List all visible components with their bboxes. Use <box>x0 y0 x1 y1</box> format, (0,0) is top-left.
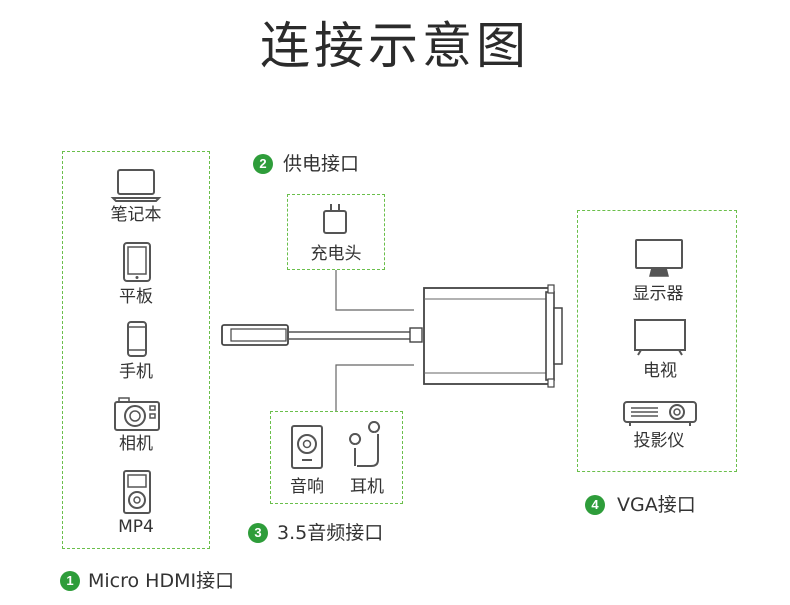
adapter-body <box>423 287 551 385</box>
vga-port <box>553 307 563 365</box>
charger-label: 充电头 <box>310 244 362 264</box>
audio-box <box>270 411 403 504</box>
camera-icon <box>114 397 160 431</box>
audio-lead-line <box>335 364 414 411</box>
phone-label: 手机 <box>119 362 153 382</box>
marker-1: 1 <box>60 571 80 591</box>
marker-4: 4 <box>585 495 605 515</box>
earphones-label: 耳机 <box>350 477 384 497</box>
projector-label: 投影仪 <box>633 431 685 451</box>
power-box <box>287 194 385 270</box>
audio-caption: 3.5音频接口 <box>277 522 384 544</box>
vga-caption: VGA接口 <box>617 494 696 516</box>
power-caption: 供电接口 <box>283 153 360 175</box>
camera-label: 相机 <box>119 434 153 454</box>
speaker-icon <box>291 425 323 469</box>
tv-icon <box>634 319 686 356</box>
output-devices-box <box>577 210 737 472</box>
power-lead-line <box>335 270 414 311</box>
marker-3: 3 <box>248 523 268 543</box>
speaker-label: 音响 <box>290 477 324 497</box>
earphones-icon <box>349 421 381 467</box>
laptop-label: 笔记本 <box>110 205 162 225</box>
laptop-icon <box>110 169 162 202</box>
charger-icon <box>323 204 347 234</box>
phone-icon <box>127 321 147 357</box>
hdmi-caption: Micro HDMI接口 <box>88 570 235 592</box>
marker-2: 2 <box>253 154 273 174</box>
mp4-player-icon <box>123 470 151 514</box>
vga-flange <box>545 291 555 381</box>
monitor-label: 显示器 <box>632 284 684 304</box>
monitor-icon <box>635 239 683 277</box>
tv-label: 电视 <box>643 361 677 381</box>
tablet-icon <box>123 242 151 282</box>
tablet-label: 平板 <box>119 287 153 307</box>
mp4-label: MP4 <box>118 517 154 537</box>
projector-icon <box>623 401 697 426</box>
micro-hdmi-plug <box>221 324 289 346</box>
source-devices-box <box>62 151 210 549</box>
page-title: 连接示意图 <box>260 17 530 75</box>
